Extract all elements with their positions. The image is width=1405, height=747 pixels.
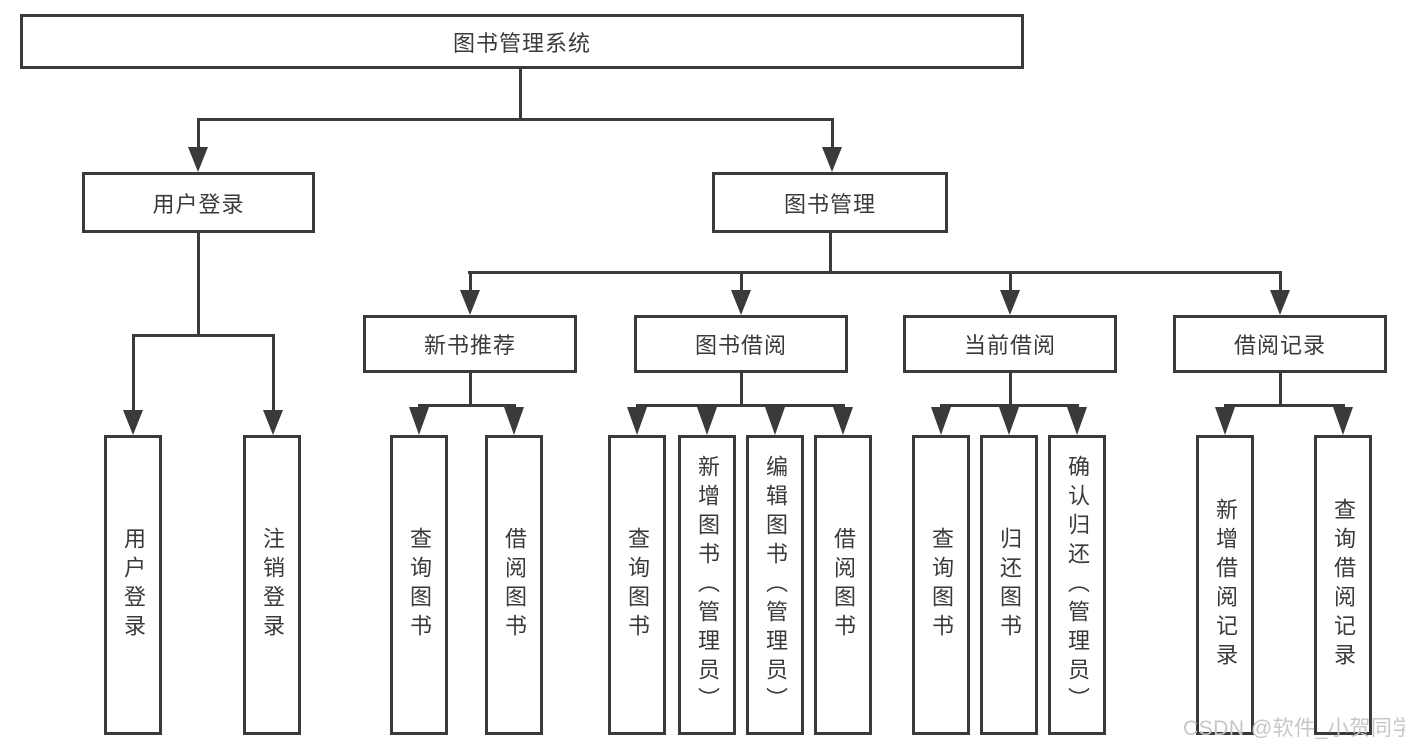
- leaf-user-login: 用户登录: [104, 435, 162, 735]
- arrow-to-add-record: [1215, 407, 1235, 435]
- node-borrow-record: 借阅记录: [1173, 315, 1387, 373]
- connector-drop-user-login: [197, 118, 200, 150]
- node-new-book-recommend: 新书推荐: [363, 315, 577, 373]
- connector-bookmgmt-stem: [829, 233, 832, 273]
- connector-bookborrow-stem: [740, 373, 743, 406]
- arrow-to-leaf-login: [123, 410, 143, 435]
- arrow-to-add-book: [697, 407, 717, 435]
- connector-drop-leaf-logout: [272, 334, 275, 412]
- leaf-query-book-borrow: 查询图书: [608, 435, 666, 735]
- arrow-to-query-record: [1333, 407, 1353, 435]
- arrow-to-confirm-return: [1067, 407, 1087, 435]
- leaf-borrow-book: 借阅图书: [814, 435, 872, 735]
- leaf-query-book-current: 查询图书: [912, 435, 970, 735]
- leaf-add-book-admin: 新增图书（管理员）: [678, 435, 736, 735]
- connector-drop-current-borrow: [1009, 271, 1012, 292]
- arrow-to-query-book-current: [931, 407, 951, 435]
- connector-root-rail: [197, 118, 834, 121]
- node-user-login: 用户登录: [82, 172, 315, 233]
- leaf-borrow-book-recommend: 借阅图书: [485, 435, 543, 735]
- node-book-management: 图书管理: [712, 172, 948, 233]
- arrow-to-borrow-book-rec: [504, 407, 524, 435]
- arrow-to-user-login: [188, 147, 208, 172]
- arrow-to-borrow-book: [833, 407, 853, 435]
- node-book-borrow: 图书借阅: [634, 315, 848, 373]
- arrow-to-query-book-rec: [409, 407, 429, 435]
- arrow-to-query-book-borrow: [627, 407, 647, 435]
- leaf-confirm-return-admin: 确认归还（管理员）: [1048, 435, 1106, 735]
- connector-bookborrow-rail: [636, 404, 845, 407]
- arrow-to-return-book: [999, 407, 1019, 435]
- leaf-logout: 注销登录: [243, 435, 301, 735]
- connector-drop-book-mgmt: [831, 118, 834, 150]
- leaf-query-borrow-record: 查询借阅记录: [1314, 435, 1372, 735]
- connector-userlogin-stem: [197, 233, 200, 336]
- arrow-to-borrow-record: [1270, 290, 1290, 315]
- leaf-add-borrow-record: 新增借阅记录: [1196, 435, 1254, 735]
- csdn-watermark: CSDN @软件_小贺同学: [1183, 717, 1405, 740]
- arrow-to-leaf-logout: [263, 410, 283, 435]
- leaf-edit-book-admin: 编辑图书（管理员）: [746, 435, 804, 735]
- arrow-to-new-book: [460, 290, 480, 315]
- connector-drop-book-borrow: [740, 271, 743, 292]
- node-current-borrow: 当前借阅: [903, 315, 1117, 373]
- connector-newbook-stem: [469, 373, 472, 406]
- leaf-return-book: 归还图书: [980, 435, 1038, 735]
- node-root-library-system: 图书管理系统: [20, 14, 1024, 69]
- connector-borrowrecord-rail: [1224, 404, 1345, 407]
- connector-bookmgmt-rail: [468, 271, 1282, 274]
- connector-newbook-rail: [418, 404, 516, 407]
- connector-root-stem: [519, 68, 522, 121]
- connector-currentborrow-rail: [940, 404, 1079, 407]
- connector-userlogin-rail: [132, 334, 275, 337]
- connector-drop-leaf-login: [132, 334, 135, 412]
- connector-drop-new-book: [469, 271, 472, 292]
- connector-drop-borrow-record: [1279, 271, 1282, 292]
- connector-borrowrecord-stem: [1279, 373, 1282, 406]
- leaf-query-book-recommend: 查询图书: [390, 435, 448, 735]
- connector-currentborrow-stem: [1009, 373, 1012, 406]
- arrow-to-book-mgmt: [822, 147, 842, 172]
- arrow-to-current-borrow: [1000, 290, 1020, 315]
- arrow-to-book-borrow: [731, 290, 751, 315]
- arrow-to-edit-book: [765, 407, 785, 435]
